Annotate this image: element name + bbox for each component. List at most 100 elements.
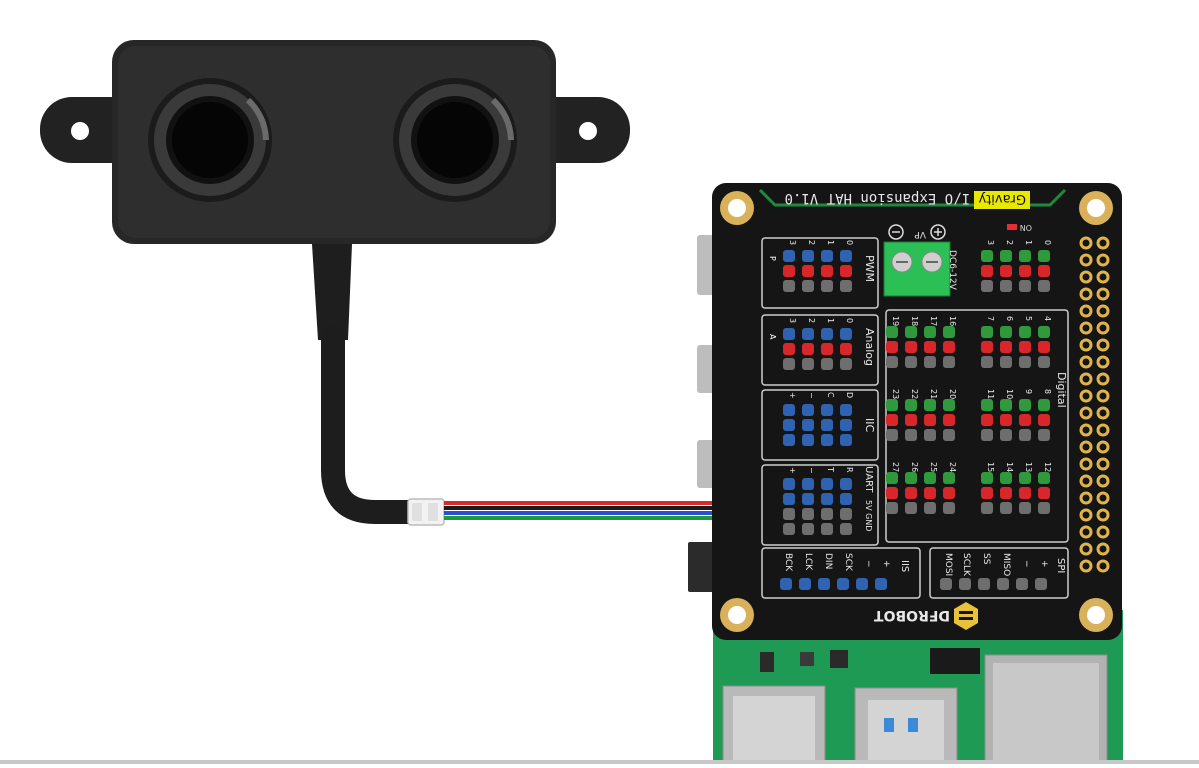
digital-pin xyxy=(924,429,936,441)
digital-col-label: 2 xyxy=(1005,240,1014,245)
board-title-brand: Gravity xyxy=(978,191,1026,206)
gpio-pin xyxy=(1079,423,1093,437)
pwm-side-mark: P xyxy=(768,256,777,261)
gpio-pin xyxy=(1079,338,1093,352)
digital-pin xyxy=(1019,280,1031,292)
uart-pin xyxy=(821,493,833,505)
digital-pin xyxy=(1000,502,1012,514)
digital-pin xyxy=(1019,341,1031,353)
digital-pin xyxy=(1038,487,1050,499)
digital-pin xyxy=(943,502,955,514)
board-title: I/O Expansion HAT V1.0 xyxy=(785,190,970,206)
digital-pin xyxy=(1038,250,1050,262)
digital-col-label: 23 xyxy=(891,389,900,399)
digital-col-label: 27 xyxy=(891,462,900,472)
digital-pin xyxy=(905,414,917,426)
power-terminal: VP DC6-12V xyxy=(883,224,957,297)
gpio-pin xyxy=(1096,406,1110,420)
gpio-pin xyxy=(1096,440,1110,454)
hat-pcb xyxy=(712,183,1122,640)
spi-pin-label: MOSI xyxy=(943,553,953,576)
analog-col-label: 3 xyxy=(788,318,797,323)
digital-pin xyxy=(886,487,898,499)
digital-pin xyxy=(943,326,955,338)
digital-pin xyxy=(905,399,917,411)
corner-holes xyxy=(720,191,1113,632)
uart-col-label: R xyxy=(845,467,854,473)
section-label-iis: IIS xyxy=(899,560,910,572)
iic-col-label: C xyxy=(826,392,835,398)
iis-pin-label: DIN xyxy=(823,553,833,569)
digital-pin xyxy=(924,472,936,484)
digital-pin xyxy=(981,414,993,426)
power-label: DC6-12V xyxy=(947,250,957,291)
uart-pin xyxy=(821,523,833,535)
pwm-col-label: 0 xyxy=(845,240,854,245)
iic-pin xyxy=(821,419,833,431)
gpio-pin xyxy=(1079,253,1093,267)
digital-pin xyxy=(924,502,936,514)
iis-pin xyxy=(799,578,811,590)
digital-pin xyxy=(1038,472,1050,484)
gpio-pin xyxy=(1079,491,1093,505)
spi-pin xyxy=(1035,578,1047,590)
digital-pin xyxy=(981,326,993,338)
uart-pin xyxy=(840,523,852,535)
section-label-digital: Digital xyxy=(1055,372,1068,408)
gpio-pin xyxy=(1096,253,1110,267)
digital-pin xyxy=(1000,472,1012,484)
gpio-pin xyxy=(1096,236,1110,250)
uart-pin xyxy=(783,493,795,505)
digital-col-label: 17 xyxy=(929,316,938,326)
pwm-pin xyxy=(821,250,833,262)
digital-col-label: 5 xyxy=(1024,316,1033,321)
digital-col-label: 22 xyxy=(910,389,919,399)
digital-pin xyxy=(1000,399,1012,411)
uart-pin xyxy=(783,478,795,490)
digital-pin xyxy=(1000,250,1012,262)
spi-pin xyxy=(1016,578,1028,590)
digital-col-label: 20 xyxy=(948,389,957,399)
digital-pin xyxy=(943,356,955,368)
title-brand-box xyxy=(974,191,1030,209)
iis-pin-label: − xyxy=(863,560,873,568)
iic-pin xyxy=(783,404,795,416)
spi-pin-label: − xyxy=(1021,560,1031,568)
uart-pin xyxy=(840,508,852,520)
analog-pin xyxy=(802,358,814,370)
iic-pin xyxy=(783,419,795,431)
section-label-uart: UART xyxy=(863,466,874,493)
digital-pin xyxy=(981,341,993,353)
spi-labels: MOSI SCLK SS MISO − + xyxy=(943,553,1049,577)
pwm-pin xyxy=(802,265,814,277)
analog-pin xyxy=(783,343,795,355)
pin-headers xyxy=(780,250,1050,590)
digital-col-label: 14 xyxy=(1005,462,1014,472)
iis-pin-label: LCK xyxy=(803,553,813,571)
iis-pin-label: SCK xyxy=(843,553,853,572)
pwm-pin xyxy=(783,280,795,292)
gpio-pin xyxy=(1096,508,1110,522)
analog-pin xyxy=(783,358,795,370)
digital-pin xyxy=(981,399,993,411)
iic-col-label: − xyxy=(807,392,816,399)
transducer-left xyxy=(148,78,272,202)
digital-pin xyxy=(1019,502,1031,514)
iis-pin xyxy=(780,578,792,590)
analog-col-label: 1 xyxy=(826,318,835,323)
gpio-pin xyxy=(1096,542,1110,556)
gpio-pin xyxy=(1096,287,1110,301)
digital-pin xyxy=(1019,265,1031,277)
dfrobot-logo xyxy=(954,602,978,630)
analog-col-label: 2 xyxy=(807,318,816,323)
digital-col-label: 1 xyxy=(1024,240,1033,245)
analog-pin xyxy=(821,328,833,340)
iis-pin xyxy=(837,578,849,590)
digital-pin xyxy=(1019,356,1031,368)
digital-pin xyxy=(1019,472,1031,484)
digital-pin xyxy=(1000,487,1012,499)
digital-col-label: 18 xyxy=(910,316,919,326)
